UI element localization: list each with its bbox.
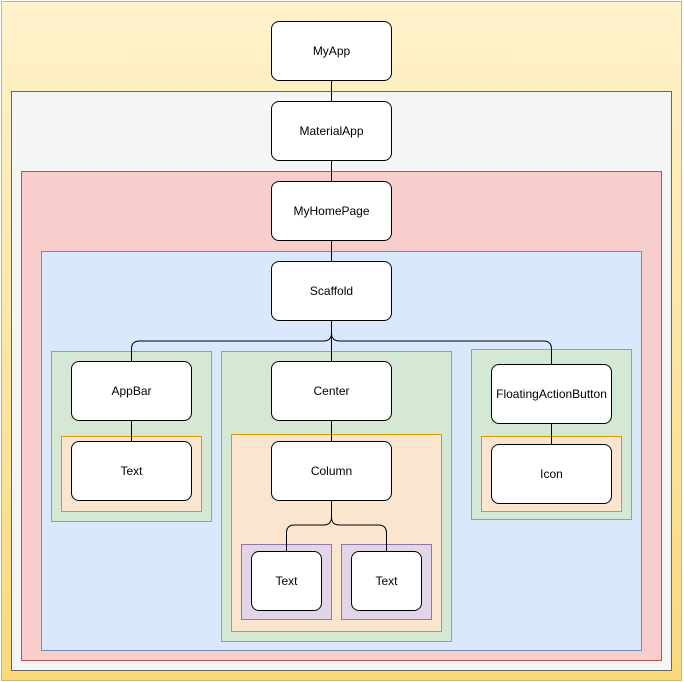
node-column: Column [271,441,392,501]
edge-scaffold-appbar [131,321,332,361]
node-column-text-2: Text [351,551,422,611]
node-column-text-1: Text [251,551,322,611]
node-center: Center [271,361,392,421]
node-scaffold: Scaffold [271,261,392,321]
node-appbar-text: Text [71,441,192,501]
edge-column-text-1 [286,501,332,551]
node-myhomepage: MyHomePage [271,181,392,241]
node-appbar: AppBar [71,361,192,421]
node-materialapp: MaterialApp [271,101,392,161]
node-myapp: MyApp [271,21,392,81]
node-fab: FloatingActionButton [491,364,612,424]
node-icon: Icon [491,444,612,504]
edge-scaffold-fab [331,321,552,364]
edge-column-text-2 [331,501,387,551]
